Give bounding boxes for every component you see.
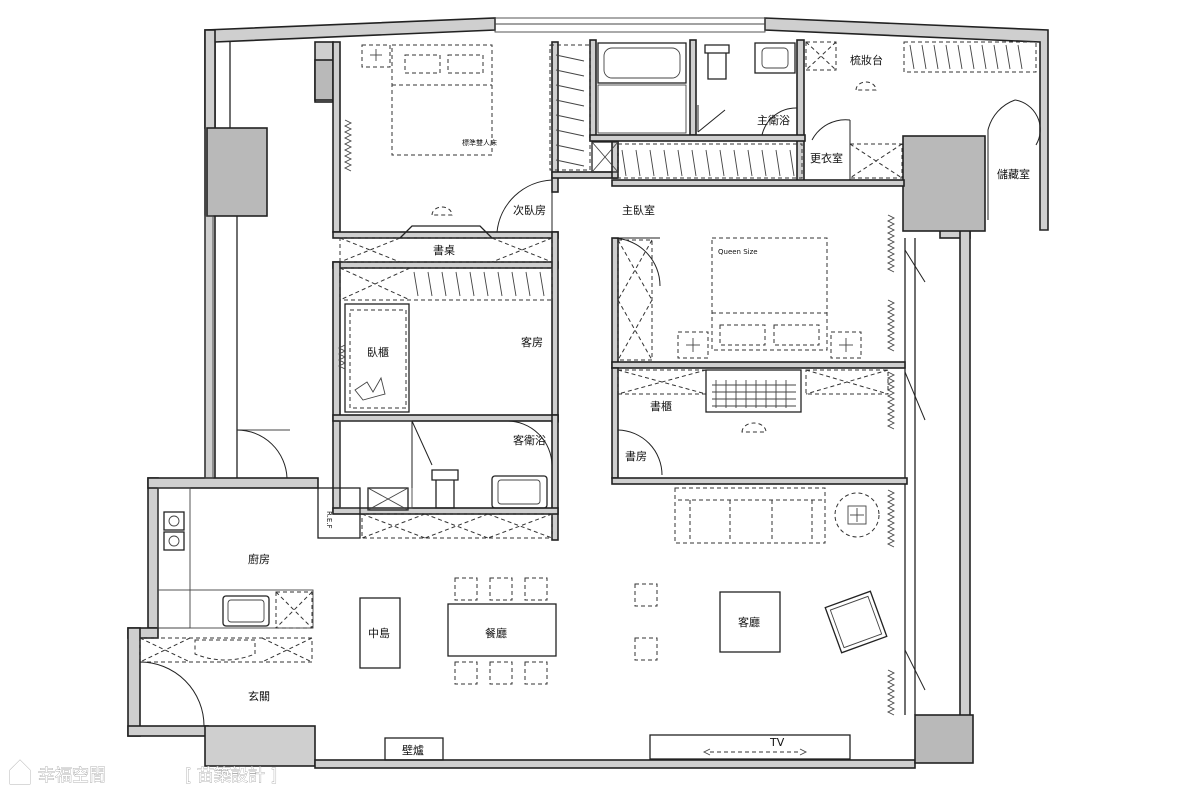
watermark-brand: 幸福空間	[38, 766, 106, 786]
bed-cabinet-label: 臥櫃	[367, 345, 389, 359]
dining-label: 餐廳	[485, 626, 507, 640]
desk-label: 書桌	[433, 243, 455, 257]
dining-area: 餐廳	[447, 577, 557, 685]
kitchen: 廚房 中島	[157, 487, 401, 669]
master-bath-label: 主衛浴	[757, 114, 790, 127]
living-area: 客廳	[634, 487, 896, 716]
wardrobe-second-bedroom	[549, 44, 591, 171]
dressing-room-label: 更衣室	[810, 151, 843, 165]
guest-bath-label: 客衛浴	[513, 433, 546, 447]
fireplace-label: 壁爐	[402, 743, 424, 757]
dressing-zone: 梳妝台 更衣室 儲藏室	[617, 41, 1041, 220]
island-label: 中島	[368, 626, 390, 640]
study-room: 書櫃 書房	[617, 369, 896, 478]
guest-bath: 客衛浴	[339, 420, 553, 511]
guest-room: 臥櫃 客房	[337, 267, 553, 413]
second-bedroom-label: 次臥房	[513, 203, 546, 217]
storage-label: 儲藏室	[997, 167, 1030, 181]
bed-note-small: 標準雙人床	[462, 138, 497, 147]
kitchen-label: 廚房	[248, 552, 270, 566]
second-bedroom: 標準雙人床 次臥房	[343, 44, 591, 233]
exterior-walls	[127, 17, 1049, 769]
wardrobe-zigzag-left	[343, 119, 353, 172]
study-label: 書房	[625, 449, 647, 463]
entrance-label: 玄關	[248, 689, 270, 703]
master-bedroom-label: 主臥室	[622, 203, 655, 217]
guest-room-label: 客房	[521, 335, 543, 349]
vanity-label: 梳妝台	[850, 53, 883, 67]
ref-label: R.E.F	[325, 511, 333, 529]
entrance-area: 玄關	[139, 637, 313, 727]
bookcase-label: 書櫃	[650, 399, 672, 413]
living-label: 客廳	[738, 615, 760, 629]
top-window	[494, 17, 766, 33]
right-balcony	[904, 238, 926, 715]
cabinet-row-mid: R.E.F	[317, 487, 553, 539]
interior-walls	[332, 39, 908, 541]
desk-row: 書桌	[339, 225, 553, 263]
tv-label: TV	[769, 736, 785, 749]
watermark: 幸福空間 [ 苗築設計 ]	[9, 759, 277, 786]
columns	[206, 59, 986, 764]
master-bedroom: 主臥室 Queen Size	[611, 203, 896, 361]
wall-features: 壁爐 TV	[384, 734, 851, 761]
left-balcony	[204, 42, 290, 479]
watermark-designer: [ 苗築設計 ]	[185, 766, 277, 786]
bed-note-queen: Queen Size	[718, 248, 758, 256]
